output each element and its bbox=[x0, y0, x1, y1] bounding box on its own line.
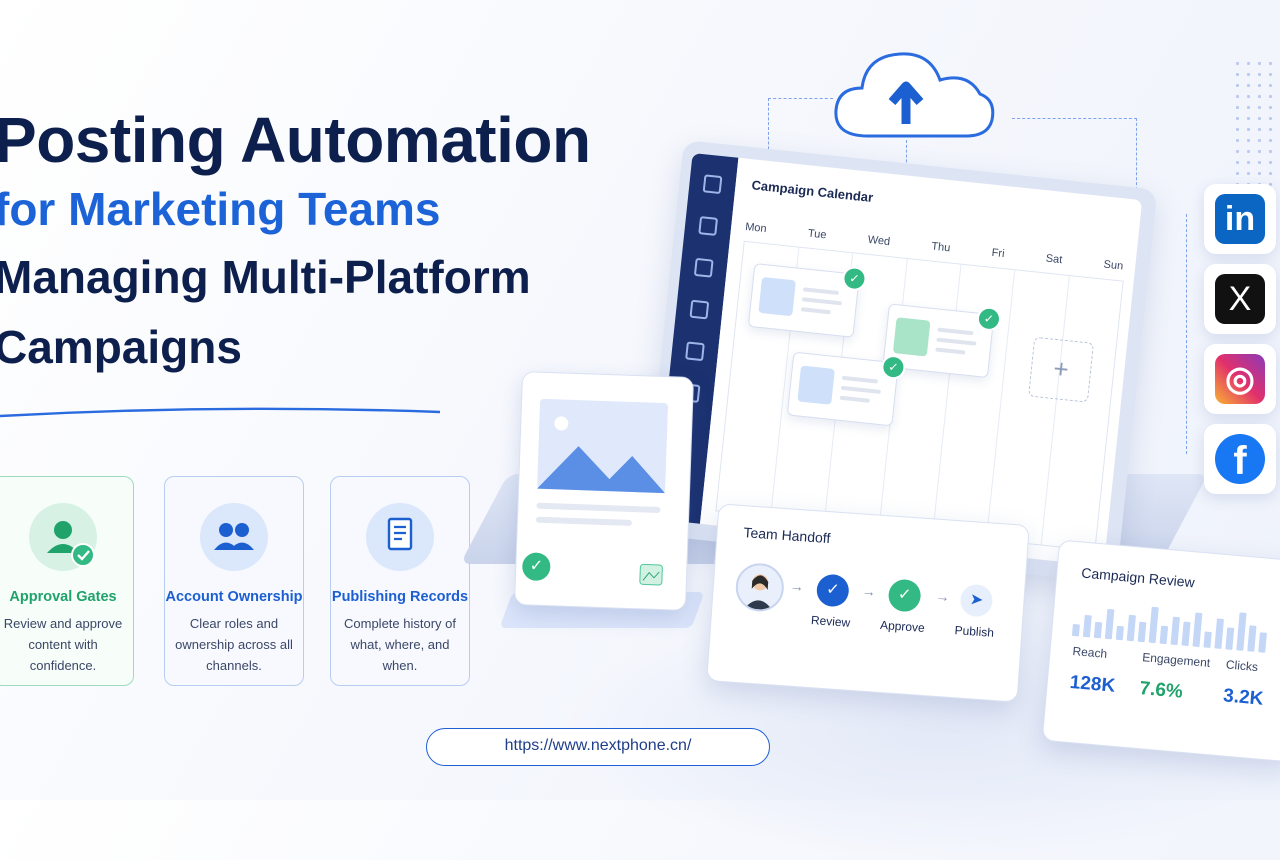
calendar-icon[interactable] bbox=[693, 257, 714, 278]
feature-card-ownership: Account Ownership Clear roles and owners… bbox=[164, 476, 304, 686]
calendar-title: Campaign Calendar bbox=[750, 177, 874, 206]
feature-title: Account Ownership bbox=[165, 589, 303, 605]
home-icon[interactable] bbox=[702, 174, 723, 195]
avatar bbox=[734, 561, 786, 614]
dot-pattern bbox=[1232, 58, 1272, 208]
check-icon: ✓ bbox=[815, 573, 850, 608]
campaign-review-card: Campaign Review Reach 128K Engagement 7.… bbox=[1041, 539, 1280, 763]
feature-text: Clear roles and ownership across all cha… bbox=[175, 616, 293, 673]
website-link[interactable]: https://www.nextphone.cn/ bbox=[426, 728, 770, 766]
metric-value: 128K bbox=[1068, 671, 1117, 697]
image-icon bbox=[535, 398, 668, 586]
step-approve: ✓ Approve bbox=[873, 578, 935, 636]
calendar-grid: ✓ ✓ ✓ + bbox=[715, 240, 1124, 552]
day-label: Tue bbox=[807, 227, 827, 242]
day-label: Mon bbox=[744, 220, 768, 236]
check-icon: ✓ bbox=[975, 305, 1003, 333]
arrow-icon: → bbox=[789, 577, 805, 595]
check-icon: ✓ bbox=[841, 265, 868, 292]
day-label: Fri bbox=[991, 246, 1006, 261]
step-label: Publish bbox=[954, 623, 995, 640]
team-handoff-card: Team Handoff → ✓ Review → ✓ Approve → ➤ … bbox=[706, 503, 1030, 703]
connector-line bbox=[768, 98, 833, 159]
video-icon bbox=[892, 317, 931, 357]
x-icon[interactable]: X bbox=[1204, 264, 1276, 334]
step-label: Review bbox=[810, 613, 851, 630]
scheduled-post[interactable]: ✓ bbox=[786, 351, 907, 427]
users-icon bbox=[200, 503, 268, 571]
document-icon bbox=[366, 503, 434, 571]
step-review: ✓ Review bbox=[803, 573, 861, 631]
connector-line bbox=[1012, 118, 1137, 195]
feature-title: Approval Gates bbox=[9, 589, 117, 605]
arrow-icon: → bbox=[935, 587, 951, 605]
arrow-icon: → bbox=[861, 582, 877, 600]
day-label: Sat bbox=[1045, 252, 1063, 267]
step-label: Approve bbox=[879, 617, 926, 636]
metric-label: Engagement bbox=[1141, 650, 1211, 670]
check-icon: ✓ bbox=[887, 578, 922, 613]
calendar-check-icon[interactable] bbox=[698, 216, 719, 236]
metric-value: 7.6% bbox=[1138, 678, 1184, 703]
feature-text: Review and approve content with confiden… bbox=[3, 616, 123, 673]
image-icon bbox=[797, 365, 835, 405]
image-icon bbox=[758, 276, 796, 317]
inbox-icon[interactable] bbox=[689, 299, 710, 320]
step-publish: ➤ Publish bbox=[947, 583, 1005, 641]
headline: Posting Automation for Marketing Teams M… bbox=[0, 108, 591, 370]
feature-card-records: Publishing Records Complete history of w… bbox=[330, 476, 470, 686]
headline-line-2: for Marketing Teams bbox=[0, 183, 441, 235]
send-icon: ➤ bbox=[959, 583, 994, 618]
headline-line-4: Campaigns bbox=[0, 321, 242, 373]
metric-clicks: Clicks 3.2K bbox=[1222, 657, 1266, 710]
day-label: Thu bbox=[930, 240, 951, 255]
metric-reach: Reach 128K bbox=[1069, 644, 1119, 698]
metric-value: 3.2K bbox=[1222, 685, 1265, 710]
metric-label: Reach bbox=[1071, 644, 1108, 661]
headline-line-3: Managing Multi-Platform bbox=[0, 251, 531, 303]
scheduled-post[interactable]: ✓ bbox=[747, 263, 868, 338]
post-preview-card: ✓ bbox=[513, 371, 695, 611]
facebook-icon[interactable]: f bbox=[1204, 424, 1276, 494]
feature-text: Complete history of what, where, and whe… bbox=[344, 616, 456, 673]
campaign-calendar: Campaign Calendar Mon Tue Wed Thu Fri Sa… bbox=[699, 157, 1143, 567]
headline-underline bbox=[0, 407, 440, 418]
cloud-upload-icon bbox=[834, 52, 995, 138]
feature-card-approval: Approval Gates Review and approve conten… bbox=[0, 476, 134, 686]
headline-line-1: Posting Automation bbox=[0, 104, 591, 176]
bar-chart-icon[interactable] bbox=[685, 341, 705, 362]
handoff-title: Team Handoff bbox=[743, 524, 831, 547]
connector-line bbox=[1186, 214, 1188, 454]
add-post-button[interactable]: + bbox=[1028, 336, 1095, 403]
feature-title: Publishing Records bbox=[331, 589, 469, 605]
connector-line bbox=[906, 140, 908, 172]
metric-engagement: Engagement 7.6% bbox=[1139, 650, 1211, 706]
metric-label: Clicks bbox=[1225, 657, 1259, 675]
linkedin-icon[interactable]: in bbox=[1204, 184, 1276, 254]
instagram-icon[interactable]: ◎ bbox=[1204, 344, 1276, 414]
review-title: Campaign Review bbox=[1080, 564, 1196, 591]
day-label: Sun bbox=[1102, 258, 1124, 273]
user-check-icon bbox=[29, 503, 97, 571]
day-label: Wed bbox=[867, 233, 891, 249]
